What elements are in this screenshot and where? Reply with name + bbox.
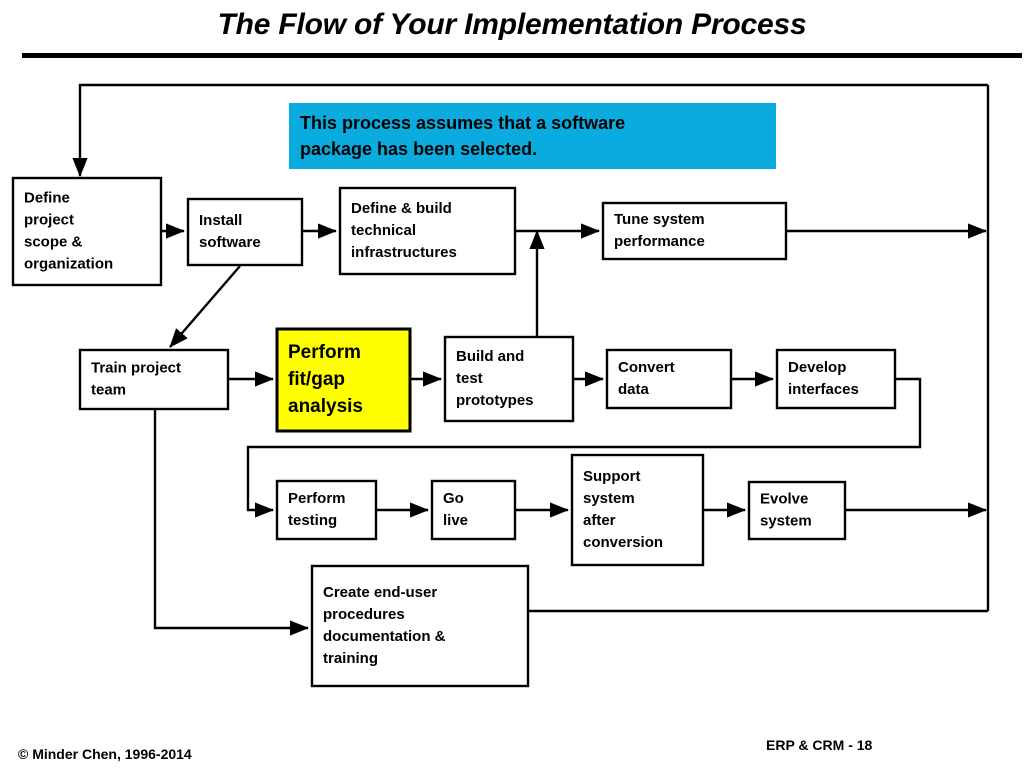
node-create-end-user-procedures[interactable]: Create end-user procedures documentation &…	[310, 564, 530, 688]
page-title: The Flow of Your Implementation Process	[217, 8, 807, 41]
node-box-train-project-team	[78, 348, 230, 411]
node-box-convert-data	[605, 348, 733, 410]
node-label-define-build-infrastructures-line-1: Define & build	[351, 200, 452, 217]
node-label-go-live-line-1: Go	[443, 490, 464, 507]
title-divider	[22, 53, 1022, 58]
node-label-develop-interfaces-line-2: interfaces	[788, 381, 859, 398]
node-label-define-build-infrastructures-line-2: technical	[351, 222, 416, 239]
node-label-evolve-system-line-2: system	[760, 512, 812, 529]
node-train-project-team[interactable]: Train project team	[78, 348, 230, 411]
node-label-define-scope-line-4: organization	[24, 255, 113, 272]
node-label-create-end-user-procedures-line-2: procedures	[323, 606, 405, 623]
copyright-footer: © Minder Chen, 1996-2014	[18, 746, 192, 762]
node-label-install-software-line-1: Install	[199, 212, 242, 229]
node-support-system-after-conversion[interactable]: Support system after conversion	[570, 453, 705, 567]
node-label-perform-testing-line-1: Perform	[288, 490, 346, 507]
node-label-perform-testing-line-2: testing	[288, 512, 337, 529]
connector-train-team-to-create-docs	[153, 409, 309, 636]
connector-install-to-train-team	[169, 265, 241, 348]
node-label-create-end-user-procedures-line-3: documentation &	[323, 628, 446, 645]
node-label-perform-fit-gap-analysis-line-2: fit/gap	[288, 369, 345, 390]
node-develop-interfaces[interactable]: Develop interfaces	[775, 348, 897, 410]
node-label-train-project-team-line-2: team	[91, 381, 126, 398]
node-label-perform-fit-gap-analysis-line-1: Perform	[288, 342, 361, 363]
assumption-callout-background	[289, 103, 776, 169]
node-label-define-scope-line-3: scope &	[24, 233, 83, 250]
node-label-create-end-user-procedures-line-1: Create end-user	[323, 584, 437, 601]
node-box-develop-interfaces	[775, 348, 897, 410]
node-box-go-live	[430, 479, 517, 541]
node-label-define-scope-line-2: project	[24, 211, 74, 228]
node-box-build-and-test-prototypes	[443, 335, 575, 423]
node-tune-system-performance[interactable]: Tune system performance	[601, 201, 788, 261]
slide-number-footer: ERP & CRM - 18	[766, 737, 873, 753]
node-label-go-live-line-2: live	[443, 512, 468, 529]
node-label-tune-system-performance-line-1: Tune system	[614, 211, 705, 228]
connector-layer	[72, 83, 990, 636]
node-label-create-end-user-procedures-line-4: training	[323, 650, 378, 667]
node-label-support-system-after-conversion-line-3: after	[583, 512, 616, 529]
node-label-develop-interfaces-line-1: Develop	[788, 359, 846, 376]
node-box-support-system-after-conversion	[570, 453, 705, 567]
node-install-software[interactable]: Install software	[186, 197, 304, 267]
node-box-tune-system-performance	[601, 201, 788, 261]
node-label-tune-system-performance-line-2: performance	[614, 233, 705, 250]
node-perform-fit-gap-analysis[interactable]: Perform fit/gap analysis	[275, 327, 412, 433]
node-label-train-project-team-line-1: Train project	[91, 359, 181, 376]
node-box-define-scope	[11, 176, 163, 287]
node-label-convert-data-line-1: Convert	[618, 359, 675, 376]
node-label-support-system-after-conversion-line-1: Support	[583, 468, 641, 485]
node-define-build-infrastructures[interactable]: Define & build technical infrastructures	[338, 186, 517, 276]
node-box-perform-testing	[275, 479, 378, 541]
node-label-build-and-test-prototypes-line-2: test	[456, 370, 483, 387]
node-layer: Define project scope & organization Install s…	[11, 176, 897, 688]
assumption-callout-line-2: package has been selected.	[300, 139, 537, 159]
node-convert-data[interactable]: Convert data	[605, 348, 733, 410]
node-label-install-software-line-2: software	[199, 234, 261, 251]
node-box-create-end-user-procedures	[310, 564, 530, 688]
connector-feedback-to-define-scope	[72, 83, 988, 177]
assumption-callout: This process assumes that a software pac…	[289, 103, 776, 169]
node-box-define-build-infrastructures	[338, 186, 517, 276]
node-label-define-build-infrastructures-line-3: infrastructures	[351, 244, 457, 261]
node-label-support-system-after-conversion-line-4: conversion	[583, 534, 663, 551]
node-box-install-software	[186, 197, 304, 267]
node-evolve-system[interactable]: Evolve system	[747, 480, 847, 541]
node-box-evolve-system	[747, 480, 847, 541]
node-label-perform-fit-gap-analysis-line-3: analysis	[288, 396, 363, 417]
node-label-define-scope-line-1: Define	[24, 189, 70, 206]
node-label-evolve-system-line-1: Evolve	[760, 490, 808, 507]
node-label-support-system-after-conversion-line-2: system	[583, 490, 635, 507]
connector-develop-to-perform-testing	[246, 377, 922, 518]
node-build-and-test-prototypes[interactable]: Build and test prototypes	[443, 335, 575, 423]
node-box-perform-fit-gap-analysis	[275, 327, 412, 433]
node-perform-testing[interactable]: Perform testing	[275, 479, 378, 541]
node-go-live[interactable]: Go live	[430, 479, 517, 541]
node-define-scope[interactable]: Define project scope & organization	[11, 176, 163, 287]
node-label-build-and-test-prototypes-line-3: prototypes	[456, 392, 534, 409]
node-label-convert-data-line-2: data	[618, 381, 650, 398]
node-label-build-and-test-prototypes-line-1: Build and	[456, 348, 524, 365]
assumption-callout-line-1: This process assumes that a software	[300, 113, 625, 133]
